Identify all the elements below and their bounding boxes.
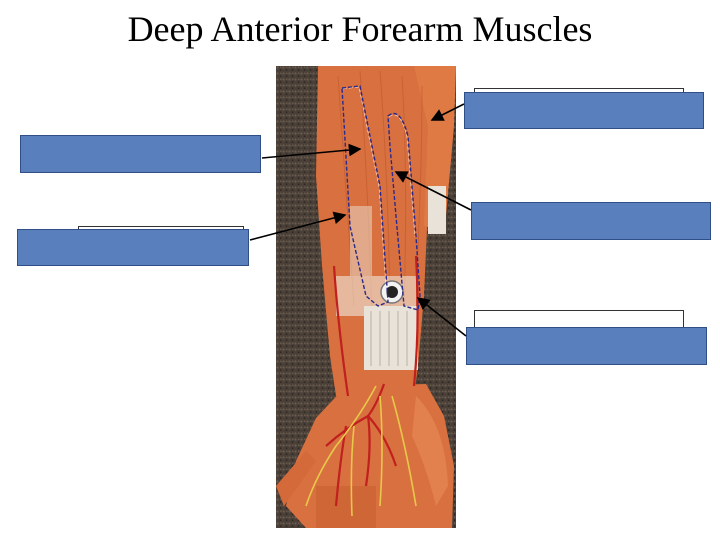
forearm-model-photo bbox=[276, 66, 456, 528]
label-box-left-top[interactable] bbox=[20, 135, 261, 173]
label-box-right-middle[interactable] bbox=[471, 202, 711, 240]
slide-title: Deep Anterior Forearm Muscles bbox=[127, 9, 593, 49]
label-box-left-bottom[interactable] bbox=[17, 229, 249, 266]
label-box-right-bottom[interactable] bbox=[466, 327, 707, 365]
label-box-right-top[interactable] bbox=[464, 92, 704, 129]
